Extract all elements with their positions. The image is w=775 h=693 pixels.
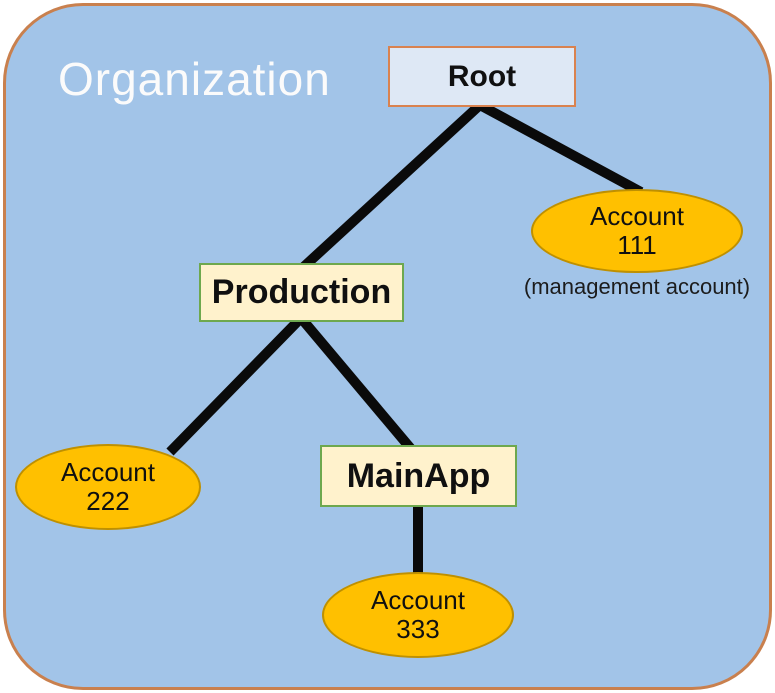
account-333-label: Account [371, 585, 465, 616]
management-account-note: (management account) [523, 274, 751, 299]
node-account-111: Account 111 [531, 189, 743, 273]
edge-production-mainapp [297, 314, 416, 454]
account-111-number: 111 [617, 230, 657, 260]
account-222-number: 222 [86, 486, 130, 516]
account-333-number: 333 [396, 614, 440, 644]
node-account-222: Account 222 [15, 444, 201, 530]
edge-production-account222 [166, 314, 305, 456]
node-account-333: Account 333 [322, 572, 514, 658]
account-222-label: Account [61, 457, 155, 488]
node-root: Root [388, 46, 576, 107]
mainapp-label: MainApp [346, 456, 491, 495]
account-111-label: Account [590, 201, 684, 232]
node-root-label: Root [447, 59, 517, 93]
node-production: Production [199, 263, 404, 322]
production-label: Production [211, 273, 392, 311]
diagram-title: Organization [58, 53, 331, 105]
edge-root-production [293, 100, 485, 277]
edge-root-account111 [475, 99, 644, 197]
node-mainapp: MainApp [320, 445, 517, 507]
